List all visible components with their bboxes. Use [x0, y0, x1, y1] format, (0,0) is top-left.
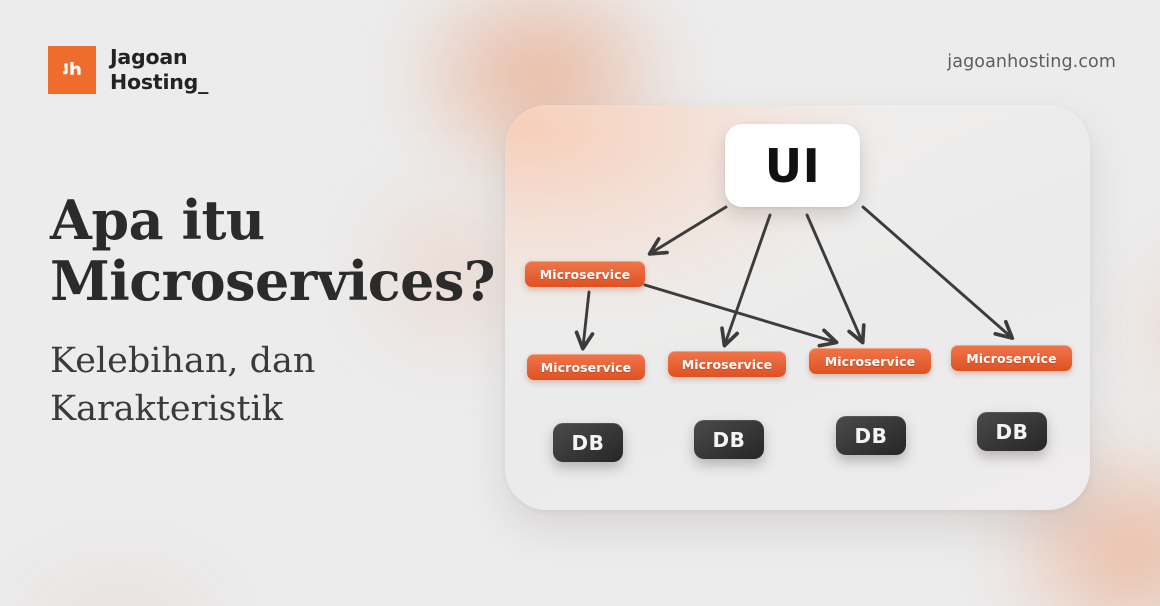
- node-microservice-c-label: Microservice: [681, 356, 773, 372]
- node-database-2-label: DB: [712, 427, 746, 452]
- diagram-card: UI Microservice Microservice Microservic…: [505, 105, 1090, 510]
- node-microservice-e-label: Microservice: [966, 350, 1057, 366]
- node-ui-label: UI: [764, 138, 821, 193]
- node-microservice-a[interactable]: Microservice: [525, 261, 645, 287]
- arrow-ui-to-ms-c: [720, 213, 772, 348]
- background-blob-bottom-left: [0, 500, 300, 606]
- node-microservice-d-label: Microservice: [824, 353, 916, 369]
- page-subtitle: Kelebihan, dan Karakteristik: [50, 341, 316, 430]
- page-title: Apa itu Microservices?: [50, 188, 496, 314]
- node-microservice-b-label: Microservice: [540, 359, 632, 375]
- arrow-layer: [574, 205, 1015, 351]
- node-database-4-label: DB: [995, 419, 1029, 444]
- node-database-2[interactable]: DB: [694, 420, 764, 459]
- node-microservice-d[interactable]: Microservice: [809, 348, 931, 374]
- site-url: jagoanhosting.com: [947, 52, 1116, 72]
- jagoan-hosting-jh-monogram-icon: [48, 46, 96, 94]
- diagram-inner: UI Microservice Microservice Microservic…: [505, 105, 1090, 510]
- node-database-4[interactable]: DB: [977, 412, 1047, 451]
- node-microservice-c[interactable]: Microservice: [668, 351, 786, 377]
- background-blob-right: [1080, 180, 1160, 480]
- node-microservice-a-label: Microservice: [539, 266, 631, 282]
- node-database-3-label: DB: [854, 423, 888, 448]
- arrow-ms-a-to-ms-d: [643, 283, 839, 348]
- brand-logo[interactable]: Jagoan Hosting_: [48, 45, 208, 95]
- node-database-3[interactable]: DB: [836, 416, 906, 455]
- node-microservice-b[interactable]: Microservice: [527, 354, 645, 380]
- node-database-1[interactable]: DB: [553, 423, 623, 462]
- arrow-ms-a-to-ms-b: [574, 290, 595, 351]
- arrow-ui-to-ms-e: [861, 205, 1015, 340]
- node-database-1-label: DB: [571, 430, 605, 455]
- brand-wordmark: Jagoan Hosting_: [110, 45, 209, 94]
- node-microservice-e[interactable]: Microservice: [951, 345, 1072, 371]
- arrow-ui-to-ms-a: [647, 205, 728, 256]
- arrow-ui-to-ms-d: [805, 213, 866, 345]
- node-ui[interactable]: UI: [725, 124, 860, 207]
